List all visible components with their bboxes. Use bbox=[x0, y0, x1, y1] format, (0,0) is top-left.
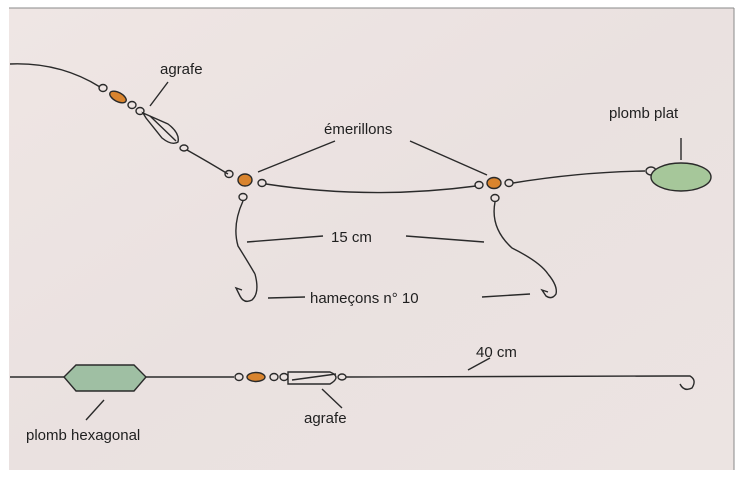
bottom-swivel-ring-1 bbox=[234, 372, 244, 382]
label-15-cm: 15 cm bbox=[331, 229, 372, 246]
emerillon-1-body bbox=[237, 173, 253, 187]
plomb-plat bbox=[650, 162, 712, 192]
hook-leader-1 bbox=[235, 200, 256, 275]
leader-agrafe-top bbox=[149, 81, 169, 107]
bottom-line-right bbox=[345, 375, 673, 378]
agrafe-ring-4 bbox=[179, 144, 189, 152]
bottom-leader-lines bbox=[85, 357, 491, 421]
dim-hamecons-left bbox=[267, 296, 306, 299]
agrafe-snap-top bbox=[141, 111, 179, 145]
agrafe-swivel bbox=[109, 90, 127, 104]
hook-1 bbox=[234, 273, 258, 303]
emerillon-2-ring-down bbox=[490, 193, 500, 203]
label-40-cm: 40 cm bbox=[476, 344, 517, 361]
leader-agrafe-bottom bbox=[321, 388, 343, 409]
emerillon-2-body bbox=[486, 176, 502, 190]
hook-2 bbox=[540, 273, 558, 299]
hook-leader-2 bbox=[493, 201, 549, 275]
emerillon-1-ring-down bbox=[238, 192, 248, 202]
plomb-hexagonal bbox=[63, 364, 147, 392]
bottom-agrafe-bar bbox=[291, 373, 337, 381]
agrafe-snap-bar bbox=[149, 115, 177, 142]
dim-hamecons-right bbox=[481, 293, 531, 298]
bottom-agrafe-snap bbox=[287, 371, 337, 385]
line-between-emerillons bbox=[265, 183, 477, 194]
agrafe-ring-1 bbox=[98, 83, 108, 93]
bottom-hook bbox=[672, 375, 695, 391]
agrafe-ring-3 bbox=[135, 106, 145, 116]
label-emerillons: émerillons bbox=[324, 121, 392, 138]
emerillon-1-ring-right bbox=[257, 178, 267, 188]
label-agrafe-top: agrafe bbox=[160, 61, 203, 78]
dim-15-left bbox=[246, 235, 324, 243]
emerillon-1-ring-left bbox=[224, 169, 234, 179]
label-plomb-hexagonal: plomb hexagonal bbox=[26, 427, 140, 444]
agrafe-ring-2 bbox=[127, 100, 137, 110]
bottom-swivel-ring-2 bbox=[269, 372, 279, 382]
label-plomb-plat: plomb plat bbox=[609, 105, 679, 122]
label-hamecons: hameçons n° 10 bbox=[310, 290, 419, 307]
dim-15-right bbox=[405, 235, 485, 243]
leader-emerillons-left bbox=[257, 140, 336, 173]
top-leader-lines bbox=[149, 81, 682, 299]
top-rig bbox=[9, 63, 712, 303]
label-agrafe-bottom: agrafe bbox=[304, 410, 347, 427]
main-line-top bbox=[9, 63, 101, 88]
bottom-swivel-body bbox=[246, 371, 266, 383]
leader-40cm bbox=[467, 357, 491, 371]
emerillon-2-ring-left bbox=[474, 180, 484, 190]
line-to-plomb-plat bbox=[512, 170, 646, 184]
diagram-panel bbox=[9, 8, 734, 470]
leader-emerillons-right bbox=[409, 140, 488, 176]
leader-plomb-hexagonal bbox=[85, 399, 105, 421]
bottom-rig bbox=[10, 364, 695, 392]
